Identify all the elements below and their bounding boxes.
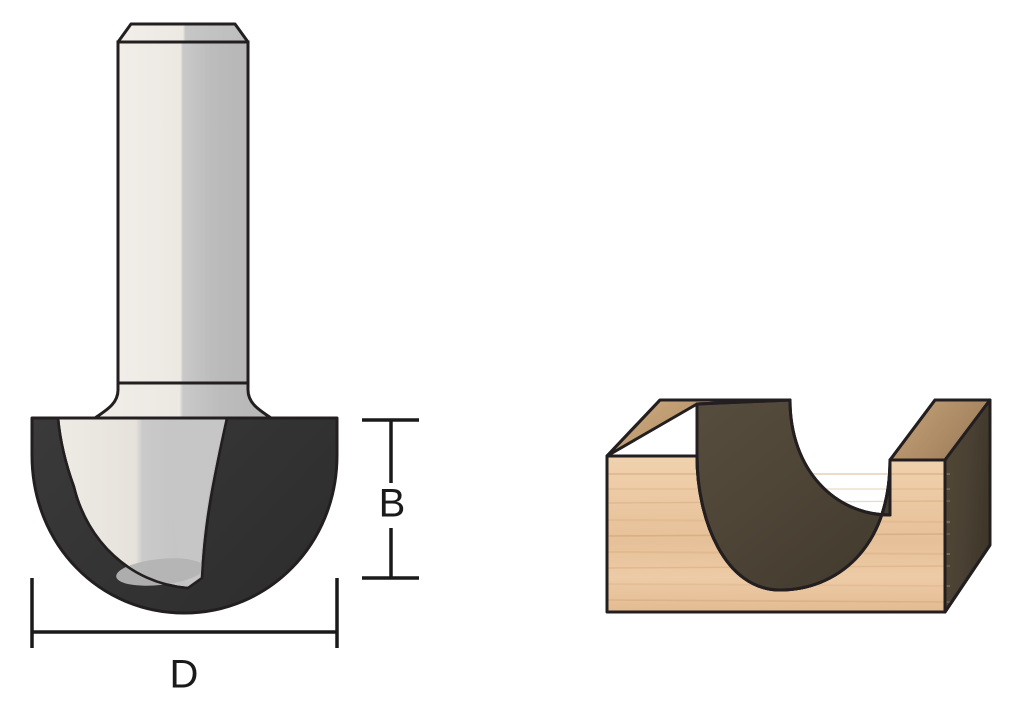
wood-right-bottom-edge	[943, 544, 992, 613]
dimension-d-label: D	[170, 653, 199, 697]
bit-neck	[93, 381, 273, 420]
bit-shank	[116, 22, 250, 385]
shank-top-chamfer	[116, 22, 250, 44]
flute-shadow-band	[168, 418, 227, 588]
groove-rear-curve	[788, 398, 892, 517]
flute-bottom-highlight	[116, 558, 204, 586]
dimension-b: B	[362, 418, 419, 580]
bit-cutting-head	[30, 416, 339, 615]
wood-top-right-edge	[888, 398, 990, 461]
shank-body	[116, 40, 250, 385]
wood-top-left-edge	[605, 398, 662, 458]
wood-block	[605, 398, 992, 614]
bowl-inner-rim	[56, 416, 189, 590]
dimension-b-label: B	[379, 482, 406, 526]
groove-front-rim	[695, 454, 892, 592]
neck-body	[93, 381, 273, 420]
cutting-edge-line	[186, 416, 229, 590]
dimension-d: D	[30, 578, 339, 697]
router-bit	[30, 22, 339, 615]
